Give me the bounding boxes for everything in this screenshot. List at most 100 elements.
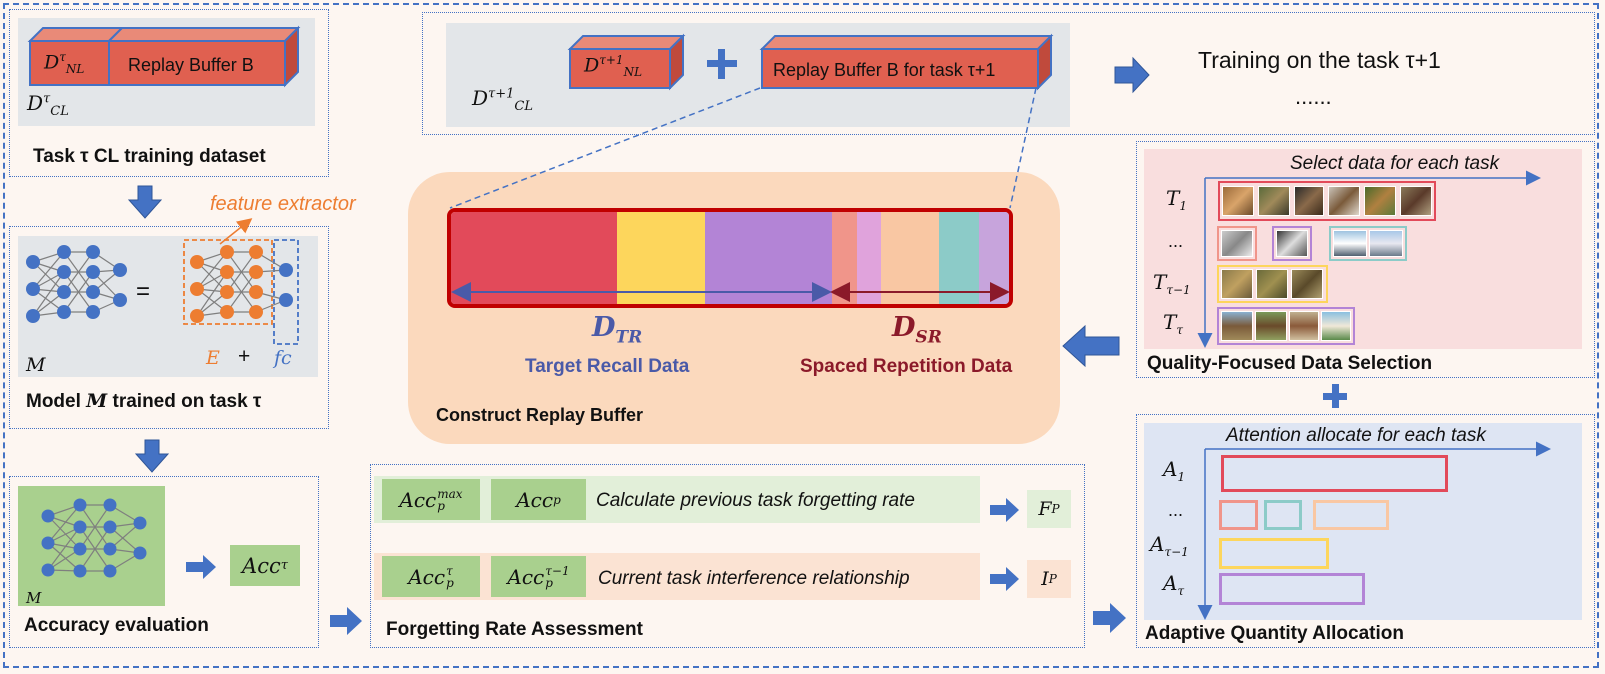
buffer-segment	[938, 212, 980, 304]
forgetting-box	[370, 464, 1085, 648]
zoom-line-right	[1009, 87, 1037, 209]
replay-buffer-bar	[447, 208, 1013, 308]
forgetting-caption: Forgetting Rate Assessment	[386, 619, 643, 640]
accuracy-box	[9, 476, 319, 648]
thumb-image	[1255, 311, 1287, 341]
arrow-right-icon-fp	[990, 498, 1019, 522]
dsr-label: DSR	[892, 312, 942, 348]
buffer-segment	[451, 212, 617, 304]
arrow-down-icon-1	[127, 185, 163, 219]
selection-frame-t1	[1218, 181, 1436, 221]
buffer-segment	[705, 212, 833, 304]
network-nodes-fc	[279, 263, 293, 307]
dnl-label-task: DτNL	[44, 50, 85, 77]
selection-t1: T1	[1166, 186, 1187, 213]
thumb-image	[1222, 186, 1254, 216]
selection-tt: Tτ	[1163, 310, 1183, 337]
dsr-desc: Spaced Repetition Data	[800, 356, 1013, 377]
replay-block-next	[759, 33, 1054, 91]
allocation-box	[1136, 414, 1595, 648]
dnl-label-next: Dτ+1NL	[584, 53, 643, 80]
forgetting-row1-text: Calculate previous task forgetting rate	[596, 490, 915, 511]
thumb-image	[1400, 186, 1432, 216]
thumb-image	[1294, 186, 1324, 216]
replay-label-task: Replay Buffer B	[128, 55, 254, 75]
arrow-right-icon-forget	[330, 607, 362, 635]
selection-ttm1: Tτ−1	[1153, 270, 1191, 297]
model-m-label: M	[26, 354, 46, 376]
allocation-bar-t	[1219, 573, 1365, 605]
arrow-down-icon-2	[134, 439, 170, 473]
model-plus-label: +	[238, 345, 251, 368]
selection-frame-t	[1217, 307, 1355, 345]
forgetting-row2-text: Current task interference relationship	[598, 568, 910, 589]
thumb-image	[1333, 230, 1367, 257]
next-task-box	[422, 12, 1595, 135]
accuracy-m-label: M	[26, 589, 42, 607]
task-dataset-box	[9, 9, 329, 177]
selection-frame-tm1	[1217, 265, 1328, 303]
dcl-label-task: DτCL	[27, 91, 69, 119]
allocation-a1: A1	[1163, 457, 1186, 484]
selection-frame-a	[1217, 226, 1257, 261]
allocation-atm1: Aτ−1	[1150, 532, 1189, 559]
arrow-right-icon-ip	[990, 567, 1019, 591]
feature-extractor-frame	[183, 239, 273, 325]
selection-frame-c	[1329, 226, 1407, 261]
thumb-image	[1221, 269, 1253, 299]
buffer-segment	[616, 212, 706, 304]
dtr-desc: Target Recall Data	[525, 356, 690, 377]
selection-dots: ...	[1168, 231, 1184, 251]
buffer-segment	[857, 212, 881, 304]
dnl-block-task	[27, 27, 125, 86]
selection-box	[1136, 141, 1595, 378]
outer-frame	[3, 3, 1599, 668]
zoom-line-left	[449, 87, 761, 209]
allocation-bar-tm1	[1219, 538, 1329, 569]
task-dataset-caption: Task τ CL training dataset	[33, 146, 266, 167]
selection-title: Select data for each task	[1290, 153, 1500, 174]
thumb-image	[1258, 186, 1290, 216]
allocation-dots: ...	[1168, 500, 1184, 520]
thumb-image	[1221, 311, 1253, 341]
allocation-title: Attention allocate for each task	[1226, 425, 1486, 446]
model-box	[9, 226, 329, 429]
plus-icon-next	[707, 49, 737, 79]
accuracy-caption: Accuracy evaluation	[24, 615, 209, 636]
dcl-label-next: Dτ+1CL	[472, 86, 533, 114]
allocation-caption: Adaptive Quantity Allocation	[1145, 623, 1404, 644]
dnl-block-next	[567, 33, 686, 91]
thumb-image	[1364, 186, 1396, 216]
network-nodes-e	[190, 245, 263, 323]
equals-sign: =	[136, 278, 151, 305]
arrow-right-icon-training	[1114, 56, 1150, 94]
selection-caption: Quality-Focused Data Selection	[1147, 353, 1433, 374]
allocation-bar-b	[1219, 500, 1258, 530]
thumb-image	[1291, 269, 1323, 299]
replay-buffer-caption: Construct Replay Buffer	[436, 405, 644, 425]
thumb-image	[1289, 311, 1319, 341]
allocation-bar-d	[1313, 500, 1389, 530]
thumb-image	[1221, 230, 1253, 257]
allocation-bar-c	[1264, 500, 1302, 530]
thumb-image	[1256, 269, 1288, 299]
replay-label-next: Replay Buffer B for task τ+1	[773, 60, 996, 80]
feature-extractor-arrow	[219, 218, 253, 245]
plus-icon-right	[1323, 384, 1347, 408]
feature-extractor-label: feature extractor	[210, 193, 356, 215]
training-ellipsis: ......	[1295, 84, 1332, 109]
thumb-image	[1321, 311, 1351, 341]
replay-block-task	[106, 25, 301, 88]
allocation-bar-a1	[1221, 455, 1448, 492]
model-fc-label: fc	[274, 347, 292, 369]
network-nodes-m	[26, 245, 127, 323]
